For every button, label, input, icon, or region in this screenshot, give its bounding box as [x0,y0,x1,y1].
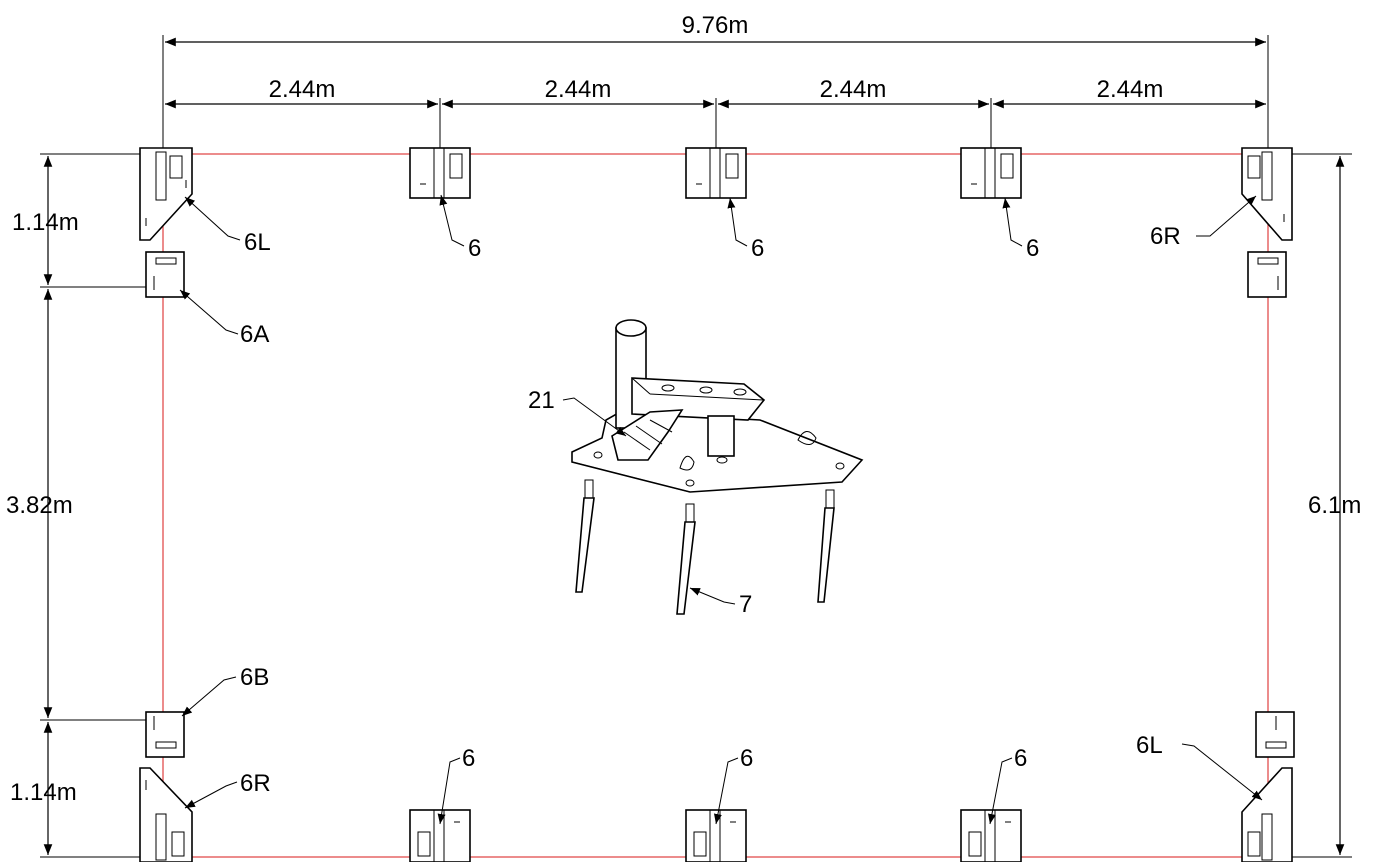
hinge-plate-top-2 [685,147,747,199]
side-plate-6b [145,711,185,758]
right-total-label: 6.1m [1308,492,1361,519]
label-6-bottom-3: 6 [1014,745,1027,772]
leader-lines [179,194,1263,825]
label-6a: 6A [240,321,269,348]
label-21: 21 [528,387,555,414]
segment-4-label: 2.44m [1097,76,1164,103]
label-6-bottom-1: 6 [462,745,475,772]
anchor-bolt-right [817,489,835,603]
hinge-plate-top-1 [409,147,471,199]
anchor-bolt-middle [676,503,696,615]
label-6-top-3: 6 [1026,235,1039,262]
label-6-top-1: 6 [468,235,481,262]
left-top-label: 1.14m [12,209,79,236]
side-plate-6a [145,251,185,298]
label-7: 7 [739,591,752,618]
total-width-dimension [162,35,1269,160]
segment-1-label: 2.44m [269,76,336,103]
label-6-top-2: 6 [751,235,764,262]
segment-3-label: 2.44m [820,76,887,103]
corner-bracket-bottom-right [1241,767,1293,862]
hinge-plate-top-3 [960,147,1022,199]
segment-2-label: 2.44m [545,76,612,103]
label-6l-top: 6L [244,229,271,256]
corner-bracket-top-left [139,147,193,241]
side-plate-right-lower [1255,711,1295,758]
side-plate-right-upper [1247,251,1287,298]
anchor-assembly [571,319,864,493]
label-6b: 6B [240,664,269,691]
label-6-bottom-2: 6 [740,745,753,772]
label-6r-bottom: 6R [240,770,271,797]
hinge-plate-bottom-2 [685,809,747,862]
corner-bracket-bottom-left [139,767,193,862]
total-width-label: 9.76m [682,12,749,39]
anchor-bolt-left [575,479,595,593]
label-6r-top: 6R [1150,223,1181,250]
left-middle-label: 3.82m [6,492,73,519]
segment-dimensions [165,98,1266,150]
perimeter-outline [162,153,1269,858]
label-6l-bottom: 6L [1136,732,1163,759]
corner-bracket-top-right [1241,147,1293,241]
left-bottom-label: 1.14m [10,779,77,806]
hinge-plate-bottom-1 [409,809,471,862]
